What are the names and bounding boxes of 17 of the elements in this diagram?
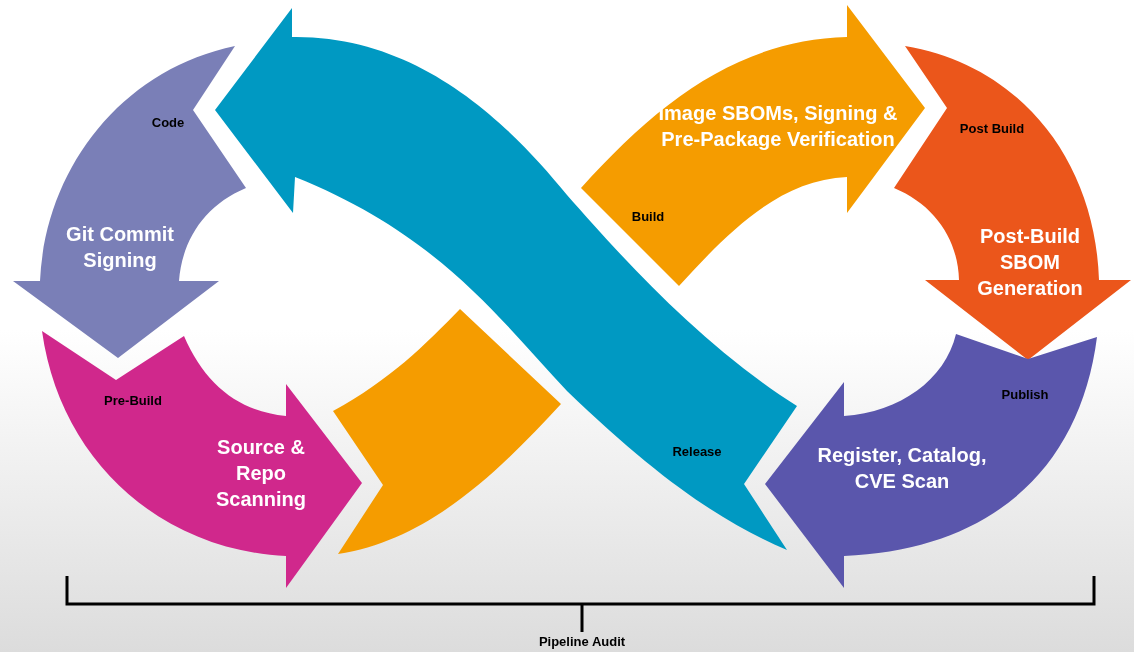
stage-label: Pre-Build: [103, 392, 163, 408]
stage-label: Code: [150, 114, 186, 130]
stage-label: Release: [671, 443, 723, 459]
stage-title: Register, Catalog, CVE Scan: [816, 443, 988, 494]
arrow-segment: [13, 46, 246, 358]
stage-title: Image SBOMs, Signing & Pre-Package Verification: [657, 101, 899, 152]
bracket-label: Pipeline Audit: [538, 633, 626, 649]
arrow-segment: [581, 5, 925, 286]
stage-title: Source & Repo Scanning: [215, 435, 307, 512]
band-segment: [333, 309, 561, 554]
stage-title: Git Commit Signing: [65, 222, 175, 273]
arrow-segment: [42, 331, 362, 588]
arrow-segment: [765, 334, 1097, 588]
stage-label: Publish: [1000, 386, 1050, 402]
stage-label: Build: [630, 208, 666, 224]
stage-title: Post-Build SBOM Generation: [976, 224, 1084, 301]
stage-label: Post Build: [958, 120, 1026, 136]
